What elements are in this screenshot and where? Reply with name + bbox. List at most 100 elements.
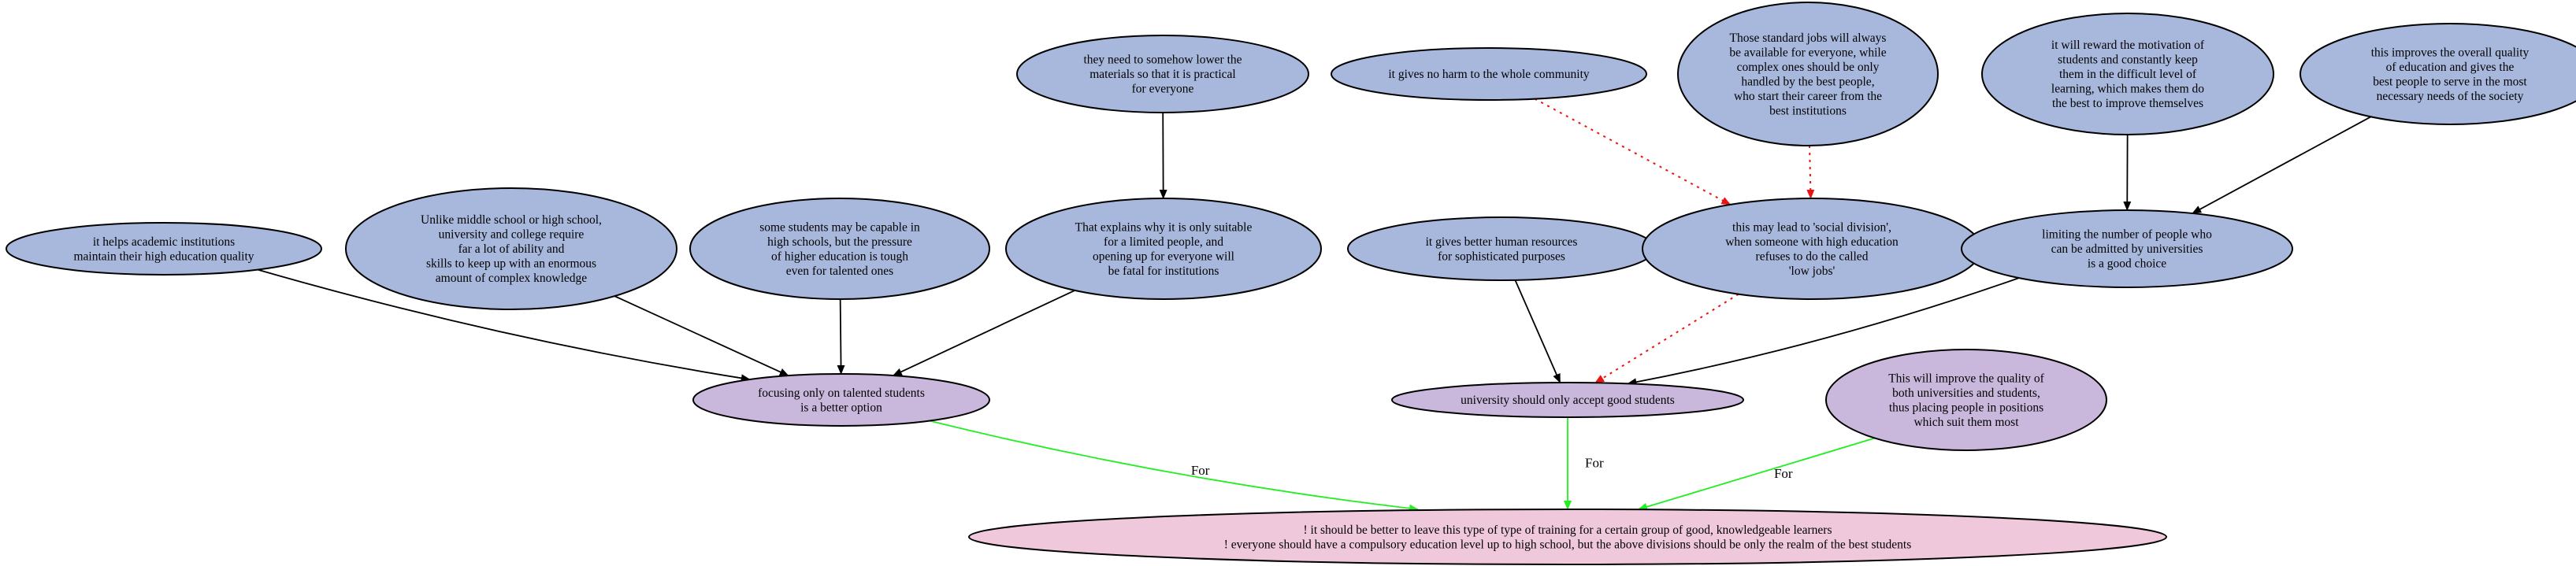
node-text-line: necessary needs of the society — [2377, 90, 2524, 103]
node-text-line: for a limited people, and — [1104, 235, 1223, 249]
node-text-line: university should only accept good stude… — [1461, 394, 1675, 407]
edge-n_resources-to-n_university — [1514, 279, 1561, 383]
edge-n_limiting-to-n_university — [1627, 277, 2020, 387]
edge-line — [1514, 279, 1561, 383]
node-text-line: ! everyone should have a compulsory educ… — [1224, 538, 1912, 551]
node-ellipse — [689, 198, 990, 300]
node-unlike: Unlike middle school or high school,univ… — [345, 187, 677, 310]
node-ellipse — [1331, 47, 1647, 101]
edge-line — [2192, 116, 2372, 214]
node-ellipse — [345, 187, 677, 310]
edge-label-for: For — [1191, 463, 1210, 478]
edge-n_division-to-n_university — [1594, 293, 1739, 384]
node-quality: This will improve the quality of both uni… — [1825, 349, 2107, 451]
node-text-line: is a better option — [800, 401, 882, 414]
node-text-line: it gives better human resources — [1426, 235, 1578, 249]
node-text-line: ! it should be better to leave this type… — [1303, 523, 1832, 537]
node-text-line: they need to somehow lower the — [1083, 54, 1242, 67]
node-text-line: it gives no harm to the whole community — [1388, 68, 1590, 81]
node-text-line: Unlike middle school or high school, — [421, 213, 602, 227]
edge-line — [892, 290, 1075, 376]
node-text-line: skills to keep up with an enormous — [426, 257, 596, 271]
node-text-line: best people to serve in the most — [2373, 75, 2527, 88]
node-text-line: materials so that it is practical — [1089, 68, 1236, 81]
node-text-line: 'low jobs' — [1789, 265, 1835, 278]
node-ellipse — [1005, 198, 1322, 300]
node-ellipse — [692, 373, 990, 427]
node-text-line: can be admitted by universities — [2051, 242, 2203, 256]
node-ellipse — [1016, 35, 1309, 113]
edge-n_quality-to-n_conclusion: For — [1638, 437, 1876, 511]
node-text-line: be fatal for institutions — [1108, 265, 1219, 278]
edge-line — [257, 268, 751, 383]
edge-n_university-to-n_conclusion: For — [1564, 416, 1604, 510]
edge-line — [614, 295, 789, 377]
node-text-line: opening up for everyone will — [1093, 250, 1234, 263]
node-text-line: which suit them most — [1913, 416, 2019, 429]
edge-label-for: For — [1774, 466, 1793, 481]
edge-n_academic-to-n_focusing — [257, 268, 751, 383]
node-ellipse — [1981, 13, 2274, 135]
node-text-line: maintain their high education quality — [74, 250, 254, 263]
node-ellipse — [6, 222, 322, 276]
edge-line — [929, 420, 1419, 512]
node-text-line: focusing only on talented students — [758, 387, 925, 400]
node-text-line: Those standard jobs will always — [1730, 31, 1887, 45]
node-text-line: them in the difficult level of — [2059, 68, 2197, 81]
node-text-line: university and college require — [439, 228, 585, 242]
node-text-line: limiting the number of people who — [2042, 228, 2212, 242]
node-text-line: high schools, but the pressure — [767, 235, 912, 249]
node-text-line: complex ones should be only — [1737, 61, 1880, 74]
node-text-line: thus placing people in positions — [1889, 401, 2043, 414]
node-text-line: who start their career from the — [1734, 90, 1882, 103]
node-ellipse — [1642, 198, 1982, 300]
node-division: this may lead to 'social division',when … — [1642, 198, 1982, 300]
node-ellipse — [1961, 209, 2293, 288]
edge-n_explains-to-n_focusing — [892, 290, 1075, 376]
node-ellipse — [1677, 2, 1939, 146]
node-text-line: some students may be capable in — [759, 220, 920, 234]
edge-n_unlike-to-n_focusing — [614, 295, 789, 377]
node-lower: they need to somehow lower thematerials … — [1016, 35, 1309, 113]
node-improves: this improves the overall quality of educ… — [2299, 23, 2576, 125]
node-text-line: the best to improve themselves — [2052, 97, 2203, 110]
edge-n_standard-to-n_division — [1806, 145, 1815, 200]
node-text-line: That explains why it is only suitable — [1075, 220, 1253, 234]
node-reward: it will reward the motivation of students… — [1981, 13, 2274, 135]
edge-label-for: For — [1585, 456, 1604, 471]
node-ellipse — [1391, 382, 1744, 418]
node-text-line: it helps academic institutions — [93, 235, 235, 249]
node-text-line: both universities and students, — [1892, 387, 2040, 400]
node-text-line: amount of complex knowledge — [436, 272, 588, 285]
node-text-line: it will reward the motivation of — [2051, 39, 2205, 52]
edge-line — [1627, 277, 2020, 387]
node-text-line: far a lot of ability and — [458, 242, 565, 256]
node-ellipse — [1825, 349, 2107, 451]
edge-line — [1638, 437, 1876, 511]
node-text-line: students and constantly keep — [2058, 54, 2198, 67]
edge-line — [1806, 145, 1815, 200]
node-text-line: this may lead to 'social division', — [1732, 220, 1891, 234]
node-text-line: this improves the overall quality — [2371, 46, 2530, 59]
edge-n_focusing-to-n_conclusion: For — [929, 420, 1419, 512]
node-ellipse — [968, 509, 2167, 565]
node-text-line: even for talented ones — [786, 265, 893, 278]
node-text-line: handled by the best people, — [1741, 75, 1874, 88]
node-ellipse — [2299, 23, 2576, 125]
node-text-line: This will improve the quality of — [1888, 372, 2044, 385]
node-text-line: learning, which makes them do — [2051, 83, 2204, 96]
node-ellipse — [1347, 216, 1656, 281]
edge-n_improves-to-n_limiting — [2192, 116, 2372, 214]
node-text-line: best institutions — [1769, 104, 1847, 117]
node-text-line: when someone with high education — [1725, 235, 1899, 249]
node-text-line: of higher education is tough — [771, 250, 908, 263]
node-text-line: of education and gives the — [2386, 61, 2515, 74]
